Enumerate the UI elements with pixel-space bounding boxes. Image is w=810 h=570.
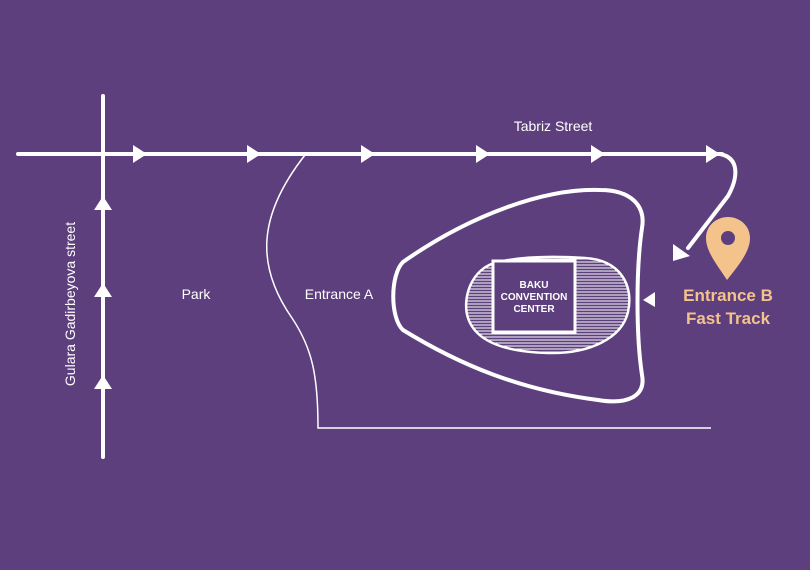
- park-label: Park: [182, 286, 212, 302]
- arrow-right-icon: [133, 145, 147, 163]
- arrow-right-icon: [476, 145, 490, 163]
- arrow-right-icon: [591, 145, 605, 163]
- arrow-right-icon: [706, 145, 720, 163]
- gadirbeyova-street-label: Gulara Gadirbeyova street: [62, 222, 78, 386]
- park-boundary: [266, 154, 711, 429]
- tabriz-street-curve: [686, 152, 738, 250]
- street-direction-arrows: [133, 145, 720, 261]
- entrance-a-label: Entrance A: [305, 286, 374, 302]
- arrow-right-icon: [361, 145, 375, 163]
- entrance-b-arrow-icon: [643, 292, 655, 307]
- arrow-down-left-icon: [673, 244, 690, 261]
- entrance-b-label: Entrance B: [683, 286, 773, 305]
- building-label-line3: CENTER: [513, 304, 555, 315]
- vertical-direction-arrows: [94, 196, 112, 389]
- map-pin-icon: [706, 217, 750, 280]
- convention-center-building: [491, 259, 577, 334]
- building-label-line2: CONVENTION: [501, 292, 568, 303]
- arrow-up-icon: [94, 375, 112, 389]
- building-label-line1: BAKU: [520, 280, 549, 291]
- arrow-up-icon: [94, 196, 112, 210]
- tabriz-street-label: Tabriz Street: [514, 118, 593, 134]
- arrow-up-icon: [94, 283, 112, 297]
- venue-outline: [391, 187, 645, 404]
- fast-track-label: Fast Track: [686, 309, 771, 328]
- arrow-right-icon: [247, 145, 261, 163]
